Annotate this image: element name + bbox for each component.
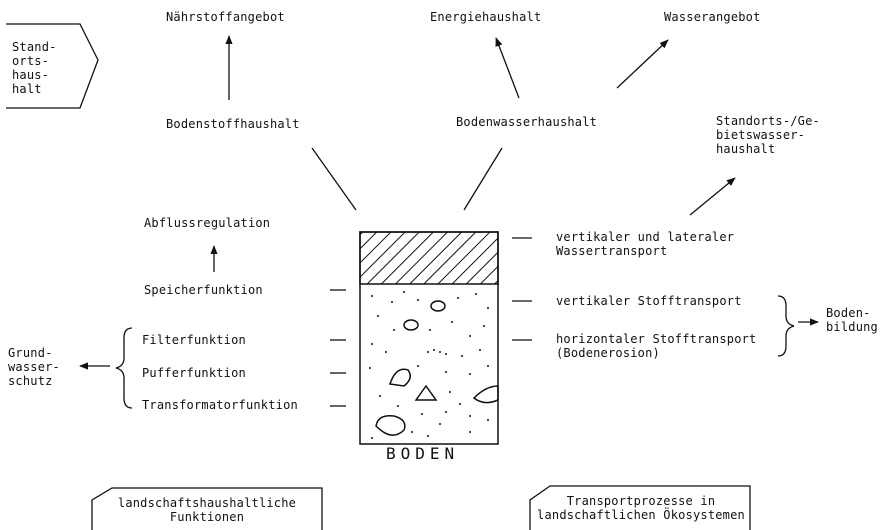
arrow-wasserangebot bbox=[616, 39, 669, 89]
arrow-gebietswasser bbox=[689, 177, 736, 216]
right-bottom-box bbox=[529, 485, 751, 530]
bodenwasserhaushalt-label: Bodenwasserhaushalt bbox=[456, 115, 598, 129]
filterfunktion-label: Filterfunktion bbox=[142, 333, 246, 347]
transportprozesse-label: Transportprozesse in landschaftlichen Ök… bbox=[537, 494, 745, 522]
speicherfunktion-label: Speicherfunktion bbox=[144, 283, 263, 297]
bodenstoffhaushalt-label: Bodenstoffhaushalt bbox=[166, 117, 300, 131]
horizontaler-stofftransport-label: horizontaler Stofftransport (Bodenerosio… bbox=[556, 332, 757, 360]
boden-label: BODEN bbox=[386, 444, 460, 463]
transformatorfunktion-label: Transformatorfunktion bbox=[142, 398, 298, 412]
soil-column bbox=[359, 231, 499, 445]
energiehaushalt-label: Energiehaushalt bbox=[430, 10, 542, 24]
naehrstoffangebot-label: Nährstoffangebot bbox=[166, 10, 285, 24]
stofftransport-label: vertikaler Stofftransport bbox=[556, 294, 742, 308]
standortshaushalt-label: Stand- orts- haus- halt bbox=[12, 40, 57, 96]
landschaftshaushaltliche-funktionen-label: landschaftshaushaltliche Funktionen bbox=[117, 496, 297, 524]
pufferfunktion-label: Pufferfunktion bbox=[142, 366, 246, 380]
left-brace bbox=[115, 327, 133, 409]
wasserangebot-label: Wasserangebot bbox=[664, 10, 761, 24]
arrow-energie bbox=[495, 37, 520, 99]
bodenbildung-label: Boden- bildung bbox=[826, 306, 878, 334]
right-brace bbox=[777, 295, 795, 357]
gebietswasserhaushalt-label: Standorts-/Ge- bietswasser- haushalt bbox=[716, 114, 820, 156]
grundwasserschutz-label: Grund- wasser- schutz bbox=[8, 346, 60, 388]
wassertransport-label: vertikaler und lateraler Wassertransport bbox=[556, 230, 735, 258]
standort-box-shape bbox=[6, 23, 99, 109]
line-bodenstoff bbox=[311, 147, 357, 211]
left-bottom-box bbox=[91, 487, 323, 530]
line-bodenwasser bbox=[463, 147, 503, 211]
abflussregulation-label: Abflussregulation bbox=[144, 216, 271, 230]
